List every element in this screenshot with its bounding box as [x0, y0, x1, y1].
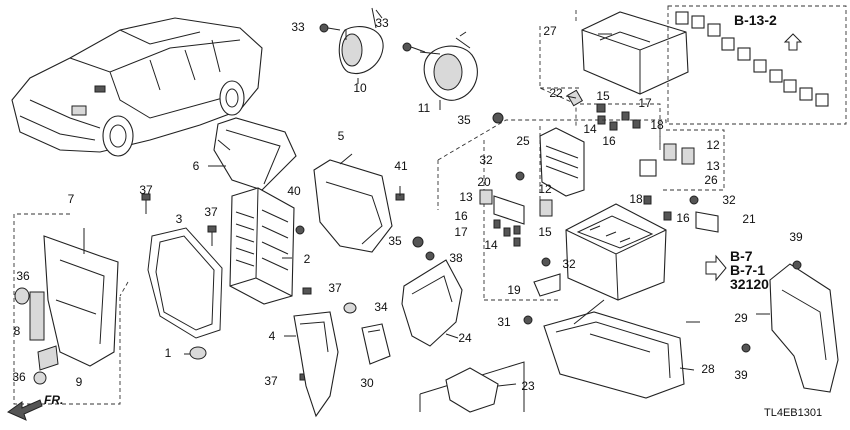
- part-number-label[interactable]: 32: [722, 193, 736, 207]
- part-number-label[interactable]: 36: [12, 370, 26, 384]
- part-number-label[interactable]: 11: [417, 101, 431, 115]
- part-number-label[interactable]: 15: [538, 225, 552, 239]
- vehicle-illustration: [11, 17, 263, 157]
- part-number-label[interactable]: 12: [706, 138, 720, 152]
- part-number-label[interactable]: 31: [497, 315, 511, 329]
- part-ref-32120[interactable]: 32120: [730, 276, 769, 292]
- section-ref-b7-1[interactable]: B-7-1: [730, 262, 766, 278]
- part-number-label[interactable]: 5: [337, 129, 345, 143]
- part-number-label[interactable]: 30: [360, 376, 374, 390]
- section-ref-b7[interactable]: B-7: [730, 248, 753, 264]
- part-number-label[interactable]: 41: [394, 159, 408, 173]
- main-fuse-box: [565, 203, 667, 301]
- part-number-label[interactable]: 2: [303, 252, 311, 266]
- fuse-box-lower-cover: [543, 311, 685, 399]
- part-number-label[interactable]: 17: [638, 96, 652, 110]
- ref-arrow-icon: [705, 254, 727, 282]
- part-number-label[interactable]: 36: [16, 269, 30, 283]
- part-number-label[interactable]: 37: [204, 205, 218, 219]
- horn-low: [338, 7, 384, 74]
- part-number-label[interactable]: 20: [477, 175, 491, 189]
- part-number-label[interactable]: 25: [516, 134, 530, 148]
- part-number-label[interactable]: 19: [507, 283, 521, 297]
- part-number-label[interactable]: 16: [602, 134, 616, 148]
- part-number-label[interactable]: 33: [291, 20, 305, 34]
- part-number-label[interactable]: 17: [454, 225, 468, 239]
- part-number-label[interactable]: 14: [583, 122, 597, 136]
- part-number-label[interactable]: 38: [449, 251, 463, 265]
- part-number-label[interactable]: 28: [701, 362, 715, 376]
- part-number-label[interactable]: 9: [75, 375, 83, 389]
- right-bracket: [769, 263, 839, 393]
- engine-control-module: [229, 187, 295, 305]
- part-number-label[interactable]: 18: [650, 118, 664, 132]
- part-number-label[interactable]: 32: [479, 153, 493, 167]
- part-number-label[interactable]: 24: [458, 331, 472, 345]
- part-number-label[interactable]: 16: [454, 209, 468, 223]
- part-number-label[interactable]: 3: [175, 212, 183, 226]
- part-number-label[interactable]: 34: [374, 300, 388, 314]
- part-number-label[interactable]: 22: [549, 86, 563, 100]
- part-number-label[interactable]: 33: [375, 16, 389, 30]
- part-number-label[interactable]: 29: [734, 311, 748, 325]
- part-number-label[interactable]: 12: [538, 182, 552, 196]
- part-number-label[interactable]: 6: [192, 159, 200, 173]
- front-label: FR.: [44, 393, 64, 407]
- part-number-label[interactable]: 39: [734, 368, 748, 382]
- part-number-label[interactable]: 35: [388, 234, 402, 248]
- ecu-cover: [213, 117, 297, 191]
- part-number-label[interactable]: 27: [543, 24, 557, 38]
- relay-box-cover: [581, 11, 689, 95]
- part-number-label[interactable]: 32: [562, 257, 576, 271]
- front-arrow-icon: [6, 399, 43, 421]
- part-number-label[interactable]: 13: [459, 190, 473, 204]
- part-number-label[interactable]: 18: [629, 192, 643, 206]
- part-number-label[interactable]: 14: [484, 238, 498, 252]
- part-number-label[interactable]: 7: [67, 192, 75, 206]
- part-number-label[interactable]: 4: [268, 329, 276, 343]
- ecu-bracket: [313, 159, 393, 253]
- part-number-label[interactable]: 13: [706, 159, 720, 173]
- section-ref-b13-2[interactable]: B-13-2: [734, 12, 777, 28]
- part-number-label[interactable]: 15: [596, 89, 610, 103]
- fuse-box-bracket: [401, 259, 463, 347]
- horn-high: [423, 31, 478, 101]
- module-frame: [147, 227, 223, 339]
- part-number-label[interactable]: 1: [164, 346, 172, 360]
- part-number-label[interactable]: 40: [287, 184, 301, 198]
- part-number-label[interactable]: 37: [139, 183, 153, 197]
- part-number-label[interactable]: 37: [328, 281, 342, 295]
- part-number-label[interactable]: 8: [13, 324, 21, 338]
- part-number-label[interactable]: 16: [676, 211, 690, 225]
- relay-set: [675, 11, 829, 107]
- part-number-label[interactable]: 21: [742, 212, 756, 226]
- part-number-label[interactable]: 39: [789, 230, 803, 244]
- part-number-label[interactable]: 37: [264, 374, 278, 388]
- part-number-label[interactable]: 23: [521, 379, 535, 393]
- sensor-bracket: [293, 311, 339, 418]
- part-number-label[interactable]: 26: [704, 173, 718, 187]
- part-number-label[interactable]: 10: [353, 81, 367, 95]
- part-number-label[interactable]: 35: [457, 113, 471, 127]
- diagram-code: TL4EB1301: [764, 407, 823, 419]
